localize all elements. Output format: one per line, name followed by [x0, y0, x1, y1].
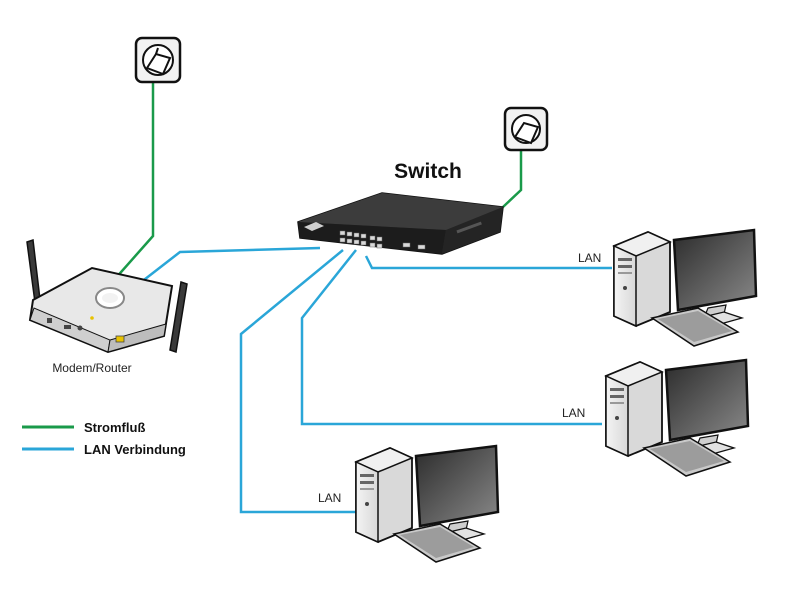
- lan-lines: [139, 246, 612, 514]
- lan-line-switch-pc1: [364, 255, 612, 270]
- pc-1: [612, 228, 758, 347]
- pc-keyboard: [392, 523, 482, 563]
- power-outlet-router: [134, 36, 182, 84]
- lan-label-pc1: LAN: [578, 251, 601, 265]
- router-device: [26, 238, 188, 354]
- pc-tower: [354, 447, 414, 544]
- legend: Stromfluß LAN Verbindung: [22, 420, 186, 457]
- pc-2: [604, 358, 750, 477]
- lan-line-switch-pc2: [300, 249, 602, 426]
- power-outlet-switch: [503, 106, 549, 152]
- switch-title: Switch: [394, 160, 462, 183]
- lan-line-router-switch: [139, 246, 321, 284]
- power-line-switch: [502, 146, 523, 208]
- pc-tower: [612, 231, 672, 328]
- router-label: Modem/Router: [52, 361, 131, 375]
- power-lines: [113, 83, 523, 281]
- pc-keyboard: [650, 307, 740, 347]
- lan-line-switch-pc3: [239, 249, 356, 514]
- pc-keyboard: [642, 437, 732, 477]
- lan-label-pc2: LAN: [562, 406, 585, 420]
- switch-device: [297, 192, 504, 255]
- pc-tower: [604, 361, 664, 458]
- power-line-router: [113, 83, 155, 281]
- lan-label-pc3: LAN: [318, 491, 341, 505]
- pc-3: [354, 444, 500, 563]
- legend-label-lan: LAN Verbindung: [84, 442, 186, 457]
- legend-label-power: Stromfluß: [84, 420, 145, 435]
